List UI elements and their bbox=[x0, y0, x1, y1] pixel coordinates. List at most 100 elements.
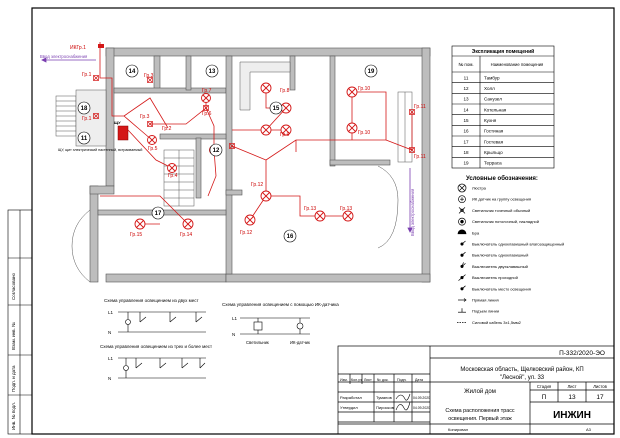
scheme-two-places bbox=[118, 311, 206, 333]
head-kol: Кол.уч bbox=[351, 378, 362, 382]
group-label: Гр.14 bbox=[180, 232, 192, 238]
chandelier-icon bbox=[260, 124, 272, 136]
walls bbox=[89, 47, 431, 283]
address-line-2: "Лесной", ул. 33 bbox=[500, 374, 545, 381]
sheet-title: Схема расположения трасс bbox=[445, 408, 515, 414]
spotlight-icon bbox=[409, 109, 415, 115]
legend-item-label: Прямая линия bbox=[472, 298, 499, 303]
supply-right-label: Ввод электроснабжения bbox=[410, 189, 415, 236]
doc-code: П-332/2020-ЭО bbox=[559, 350, 605, 357]
spotlight-icon bbox=[147, 121, 153, 127]
explication-row-num: 16 bbox=[463, 129, 469, 134]
address-line: Московская область, Щелковский район, КП bbox=[460, 366, 583, 373]
ir-sensor-icon bbox=[458, 195, 466, 204]
explication-row-name: Крыльцо bbox=[484, 150, 503, 155]
sheet-title-2: освещения. Первый этаж bbox=[448, 415, 512, 422]
group-label: Гр.12 bbox=[251, 182, 263, 188]
group-label: Гр.9 bbox=[280, 132, 290, 138]
group-label: Гр.13 bbox=[304, 206, 316, 212]
room-17: 17 bbox=[155, 211, 162, 217]
group-label: Гр.4 bbox=[168, 173, 178, 179]
chandelier-icon bbox=[260, 190, 272, 202]
switch-waterproof-icon bbox=[460, 240, 466, 246]
chandelier-icon bbox=[346, 86, 358, 98]
legend-item-label: Светильник потолочный, накладной bbox=[472, 219, 539, 224]
list-value: 13 bbox=[568, 394, 576, 401]
explication-row-name: Холл bbox=[484, 86, 495, 91]
legend-item-label: Силовой кабель 3х1,5мм2 bbox=[472, 320, 522, 325]
group-label: Гр.12 bbox=[240, 230, 252, 236]
spotlight-icon bbox=[458, 207, 466, 214]
left-sign-label: Подп. и дата bbox=[11, 365, 16, 392]
scheme3-title: Схема управления освещением из трех и бо… bbox=[100, 344, 212, 349]
explication-row-name: Терраса bbox=[484, 161, 502, 166]
group-label: Гр.5 bbox=[148, 146, 158, 152]
legend-item-label: Выключатель одноклавишный bbox=[472, 253, 528, 258]
explication-row-num: 18 bbox=[463, 150, 469, 155]
role-approver: Утвердил bbox=[340, 405, 358, 410]
format-label: А3 bbox=[586, 427, 592, 432]
chandelier-icon bbox=[260, 82, 272, 94]
name-approver: Пиросков bbox=[376, 405, 394, 410]
spotlight-icon bbox=[93, 113, 99, 119]
group-label: Гр.3 bbox=[144, 73, 154, 79]
explication-row-name: Гостиная bbox=[484, 129, 504, 134]
group-label: Гр.15 bbox=[130, 232, 142, 238]
object-name: Жилой дом bbox=[464, 388, 496, 395]
scheme-three-places bbox=[118, 357, 206, 379]
scheme2-l1: L1 bbox=[232, 316, 238, 321]
chandelier-icon bbox=[457, 183, 467, 193]
legend-item-label: Подъем линии bbox=[472, 309, 499, 314]
room-19: 19 bbox=[368, 69, 375, 75]
spotlight-icon bbox=[409, 147, 415, 153]
porch-stairs bbox=[55, 61, 413, 283]
explication-row-num: 12 bbox=[463, 86, 469, 91]
explication-title: Экспликация помещений bbox=[472, 48, 534, 55]
wall-light-icon bbox=[457, 229, 467, 235]
explication-col-name: Наименование помещения bbox=[491, 62, 544, 67]
lists-value: 17 bbox=[596, 394, 604, 401]
room-16: 16 bbox=[287, 234, 294, 240]
scheme2-n: N bbox=[232, 332, 235, 337]
room-13: 13 bbox=[209, 69, 216, 75]
spotlight-icon bbox=[203, 105, 209, 111]
explication-row-name: Санузел bbox=[484, 97, 502, 102]
group-label: Гр.1 bbox=[82, 116, 92, 122]
shield-tag: ЩУ bbox=[114, 120, 121, 125]
legend-item-label: Выключатель место освещения bbox=[472, 286, 531, 291]
explication-row-name: Котельная bbox=[484, 107, 507, 112]
legend-item-label: Люстра bbox=[472, 186, 487, 191]
spotlight-icon bbox=[147, 77, 153, 83]
line-straight-icon bbox=[458, 298, 467, 302]
head-list: Лист bbox=[364, 378, 372, 382]
left-agreed-label: Согласовано bbox=[11, 272, 16, 300]
left-side-stamp bbox=[7, 209, 33, 435]
explication-row-num: 19 bbox=[463, 161, 469, 166]
room-18: 18 bbox=[81, 106, 88, 112]
chandelier-icons bbox=[134, 82, 358, 230]
switch-place-icon bbox=[460, 285, 466, 291]
group-label: Гр.1 bbox=[82, 72, 92, 78]
supply-lines bbox=[41, 57, 413, 233]
group-label: Гр.2 bbox=[162, 126, 172, 132]
chandelier-icon bbox=[280, 102, 292, 114]
scheme2-title: Схема управления освещением с помощью ИК… bbox=[222, 302, 339, 307]
date-approver: 04.09.2020 bbox=[413, 406, 430, 410]
left-inv2-label: Инв. № подл. bbox=[11, 402, 16, 430]
explication-row-num: 13 bbox=[463, 97, 469, 102]
company-logo: ИНЖИН bbox=[553, 410, 591, 421]
spotlight-icon bbox=[93, 75, 99, 81]
ikgr-box bbox=[98, 44, 104, 48]
shield-note: ЩУ, щит электрический настенный, встраив… bbox=[58, 148, 142, 152]
chandelier-icon bbox=[182, 218, 194, 230]
name-developer: Туманов bbox=[376, 395, 392, 400]
signature bbox=[395, 393, 411, 401]
group-label: Гр.7 bbox=[202, 88, 212, 94]
head-izm: Изм. bbox=[340, 378, 348, 382]
chandelier-icon bbox=[244, 214, 256, 226]
scheme1-title: Схема управления освещением из двух мест bbox=[104, 298, 199, 303]
legend-item-label: Светильник точечный обычный bbox=[472, 208, 530, 213]
scheme1-l1: L1 bbox=[108, 310, 114, 315]
scheme3-l1: L1 bbox=[108, 356, 114, 361]
left-inv-label: Взам. инв. № bbox=[11, 322, 16, 350]
